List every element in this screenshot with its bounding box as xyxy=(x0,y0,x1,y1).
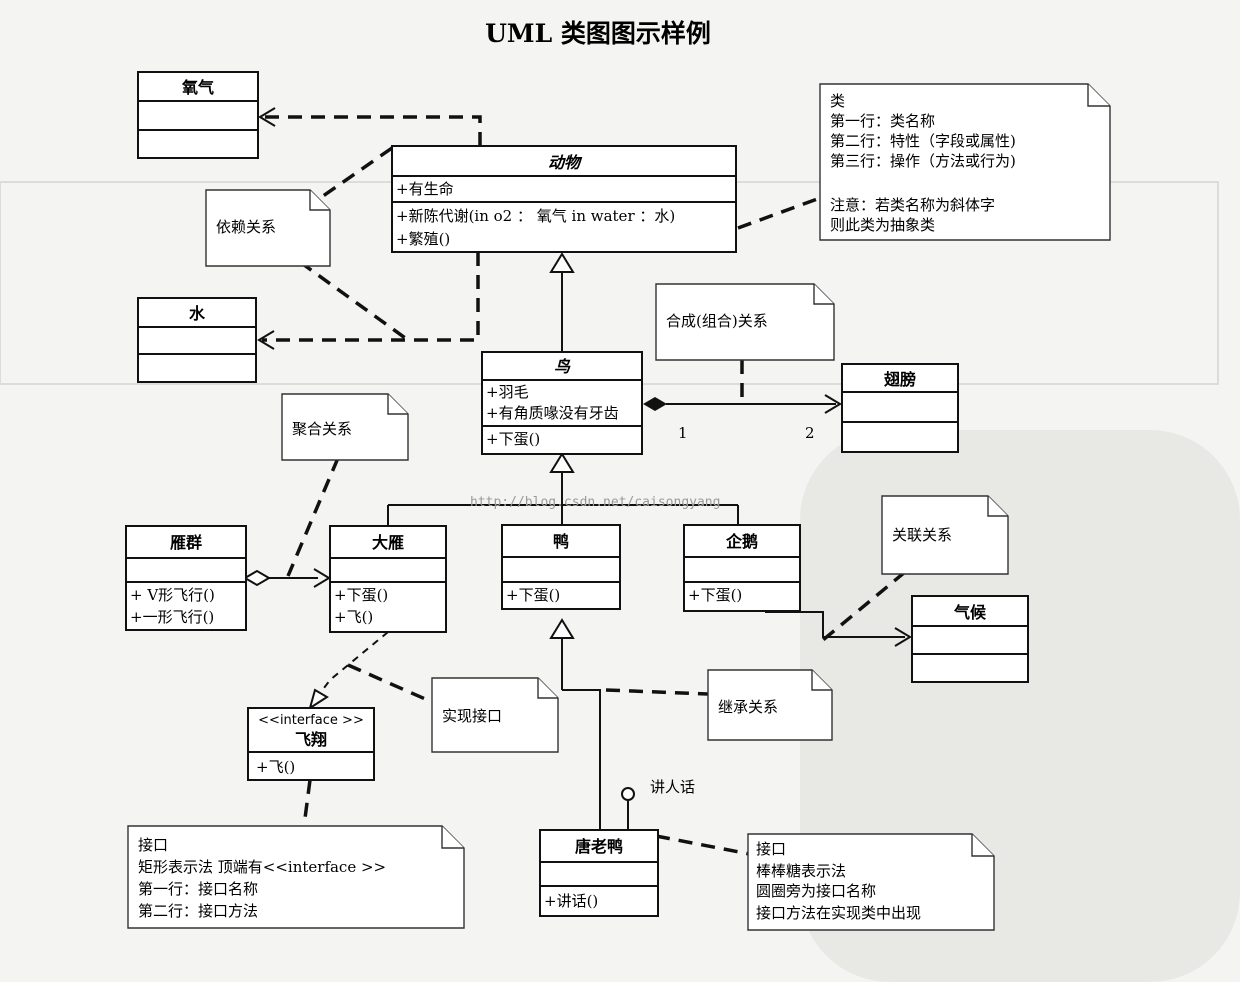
note-class-line-3: 第二行：特性（字段或属性) xyxy=(830,132,1016,150)
composition-arrowhead xyxy=(824,394,842,414)
lollipop-note-anchor xyxy=(655,834,761,858)
multiplicity-two: 2 xyxy=(805,424,815,442)
note-class-line-2: 第一行：类名称 xyxy=(830,112,935,130)
note-interface-lollipop: 接口 棒棒糖表示法 圆圈旁为接口名称 接口方法在实现类中出现 xyxy=(747,833,995,931)
class-wing-name: 翅膀 xyxy=(883,370,916,389)
class-animal-name: 动物 xyxy=(548,153,583,172)
class-animal: 动物 +有生命 +新陈代谢(in o2 ： 氧气 in water ：水) +繁… xyxy=(391,145,737,253)
class-oxygen: 氧气 xyxy=(137,71,259,159)
class-penguin: 企鹅 +下蛋() xyxy=(683,524,801,612)
class-bird: 鸟 +羽毛 +有角质喙没有牙齿 +下蛋() xyxy=(481,351,643,455)
inheritance-note-anchor xyxy=(605,688,709,696)
note-association: 关联关系 xyxy=(881,495,1009,575)
interface-fly: <<interface >> 飞翔 +飞() xyxy=(247,707,375,781)
note-realization: 实现接口 xyxy=(431,677,559,753)
association-note-anchor xyxy=(821,570,907,642)
class-goose-name: 大雁 xyxy=(372,533,404,552)
watermark-url: http://blog.csdn.net/caisongyang xyxy=(470,495,720,510)
class-wing: 翅膀 xyxy=(841,363,959,453)
class-duck: 鸭 +下蛋() xyxy=(501,524,621,610)
class-flock-op-line-formation: +一形飞行() xyxy=(130,608,214,626)
note-aggregation-text: 聚合关系 xyxy=(292,420,352,438)
class-animal-op-reproduce: +繁殖() xyxy=(396,230,450,248)
diagram-title: UML 类图图示样例 xyxy=(485,19,711,48)
interface-fly-stereotype: <<interface >> xyxy=(258,713,364,728)
class-donald-duck-name: 唐老鸭 xyxy=(575,837,623,856)
dependency-line-oxygen xyxy=(263,115,482,146)
lollipop-label: 讲人话 xyxy=(650,778,695,796)
dependency-arrowhead-water xyxy=(257,330,275,350)
class-climate-name: 气候 xyxy=(953,603,987,622)
interface-fly-name: 飞翔 xyxy=(295,730,327,749)
note-association-text: 关联关系 xyxy=(892,526,952,544)
class-flock-name: 雁群 xyxy=(170,533,202,552)
aggregation-diamond xyxy=(243,569,271,587)
class-water: 水 xyxy=(137,297,257,383)
class-duck-op-lay-egg: +下蛋() xyxy=(506,586,560,604)
note-interface-line-1: 接口 xyxy=(138,836,168,854)
realization-triangle xyxy=(308,688,329,711)
note-dependency: 依赖关系 xyxy=(205,189,331,267)
class-animal-attribute: +有生命 xyxy=(396,180,454,198)
note-interface-rectangle: 接口 矩形表示法 顶端有<<interface >> 第一行：接口名称 第二行：… xyxy=(127,825,465,929)
note-class-line-1: 类 xyxy=(830,92,845,110)
class-animal-op-metabolism: +新陈代谢(in o2 ： 氧气 in water ：水) xyxy=(396,207,675,225)
note-inheritance-text: 继承关系 xyxy=(718,698,778,716)
class-bird-name: 鸟 xyxy=(554,357,571,376)
composition-diamond xyxy=(643,397,667,411)
class-water-name: 水 xyxy=(189,304,206,323)
class-climate: 气候 xyxy=(911,595,1029,683)
association-arrowhead xyxy=(894,627,912,647)
note-class-line-6: 则此类为抽象类 xyxy=(830,216,935,234)
note-lollipop-line-2: 棒棒糖表示法 xyxy=(756,862,846,880)
inheritance-triangle-animal xyxy=(549,252,575,273)
note-inheritance: 继承关系 xyxy=(707,669,833,741)
class-bird-op-lay-egg: +下蛋() xyxy=(486,430,540,448)
multiplicity-one: 1 xyxy=(678,424,688,442)
note-interface-line-2: 矩形表示法 顶端有<<interface >> xyxy=(138,858,386,876)
class-flock-op-v-formation: + V形飞行() xyxy=(130,586,215,604)
class-goose: 大雁 +下蛋() +飞() xyxy=(329,525,447,633)
note-interface-line-3: 第一行：接口名称 xyxy=(138,880,258,898)
class-flock: 雁群 + V形飞行() +一形飞行() xyxy=(125,525,247,631)
note-class-explanation: 类 第一行：类名称 第二行：特性（字段或属性) 第三行：操作（方法或行为) 注意… xyxy=(819,83,1111,241)
class-penguin-name: 企鹅 xyxy=(725,532,758,551)
interface-note-anchor xyxy=(302,779,312,827)
interface-fly-op: +飞() xyxy=(256,758,295,776)
dependency-line-water xyxy=(262,252,480,342)
note-aggregation: 聚合关系 xyxy=(281,393,409,461)
inheritance-triangle-bird xyxy=(549,452,575,473)
inheritance-triangle-duck xyxy=(549,618,575,639)
class-penguin-op-lay-egg: +下蛋() xyxy=(688,586,742,604)
note-lollipop-line-4: 接口方法在实现类中出现 xyxy=(756,904,921,922)
class-bird-attr-beak: +有角质喙没有牙齿 xyxy=(486,404,619,422)
note-lollipop-line-3: 圆圈旁为接口名称 xyxy=(756,882,876,900)
class-duck-name: 鸭 xyxy=(553,532,569,551)
note-interface-line-4: 第二行：接口方法 xyxy=(138,902,258,920)
lollipop-circle xyxy=(621,787,635,801)
note-realization-text: 实现接口 xyxy=(442,707,502,725)
class-goose-op-fly: +飞() xyxy=(334,608,373,626)
note-lollipop-line-1: 接口 xyxy=(756,840,786,858)
realization-note-anchor xyxy=(347,663,433,704)
class-note-anchor xyxy=(737,196,821,230)
note-dependency-text: 依赖关系 xyxy=(216,218,276,236)
class-bird-attr-feather: +羽毛 xyxy=(486,383,529,401)
dependency-arrowhead-oxygen xyxy=(258,107,276,127)
class-oxygen-name: 氧气 xyxy=(181,78,214,97)
note-class-line-4: 第三行：操作（方法或行为) xyxy=(830,152,1016,170)
class-donald-duck: 唐老鸭 +讲话() xyxy=(539,829,659,917)
class-goose-op-lay-egg: +下蛋() xyxy=(334,586,388,604)
note-composition-text: 合成(组合)关系 xyxy=(666,312,768,330)
note-composition: 合成(组合)关系 xyxy=(655,283,835,361)
note-class-line-5: 注意：若类名称为斜体字 xyxy=(830,196,995,214)
inheritance-line-donald xyxy=(562,689,601,830)
class-donald-duck-op-speak: +讲话() xyxy=(544,892,598,910)
